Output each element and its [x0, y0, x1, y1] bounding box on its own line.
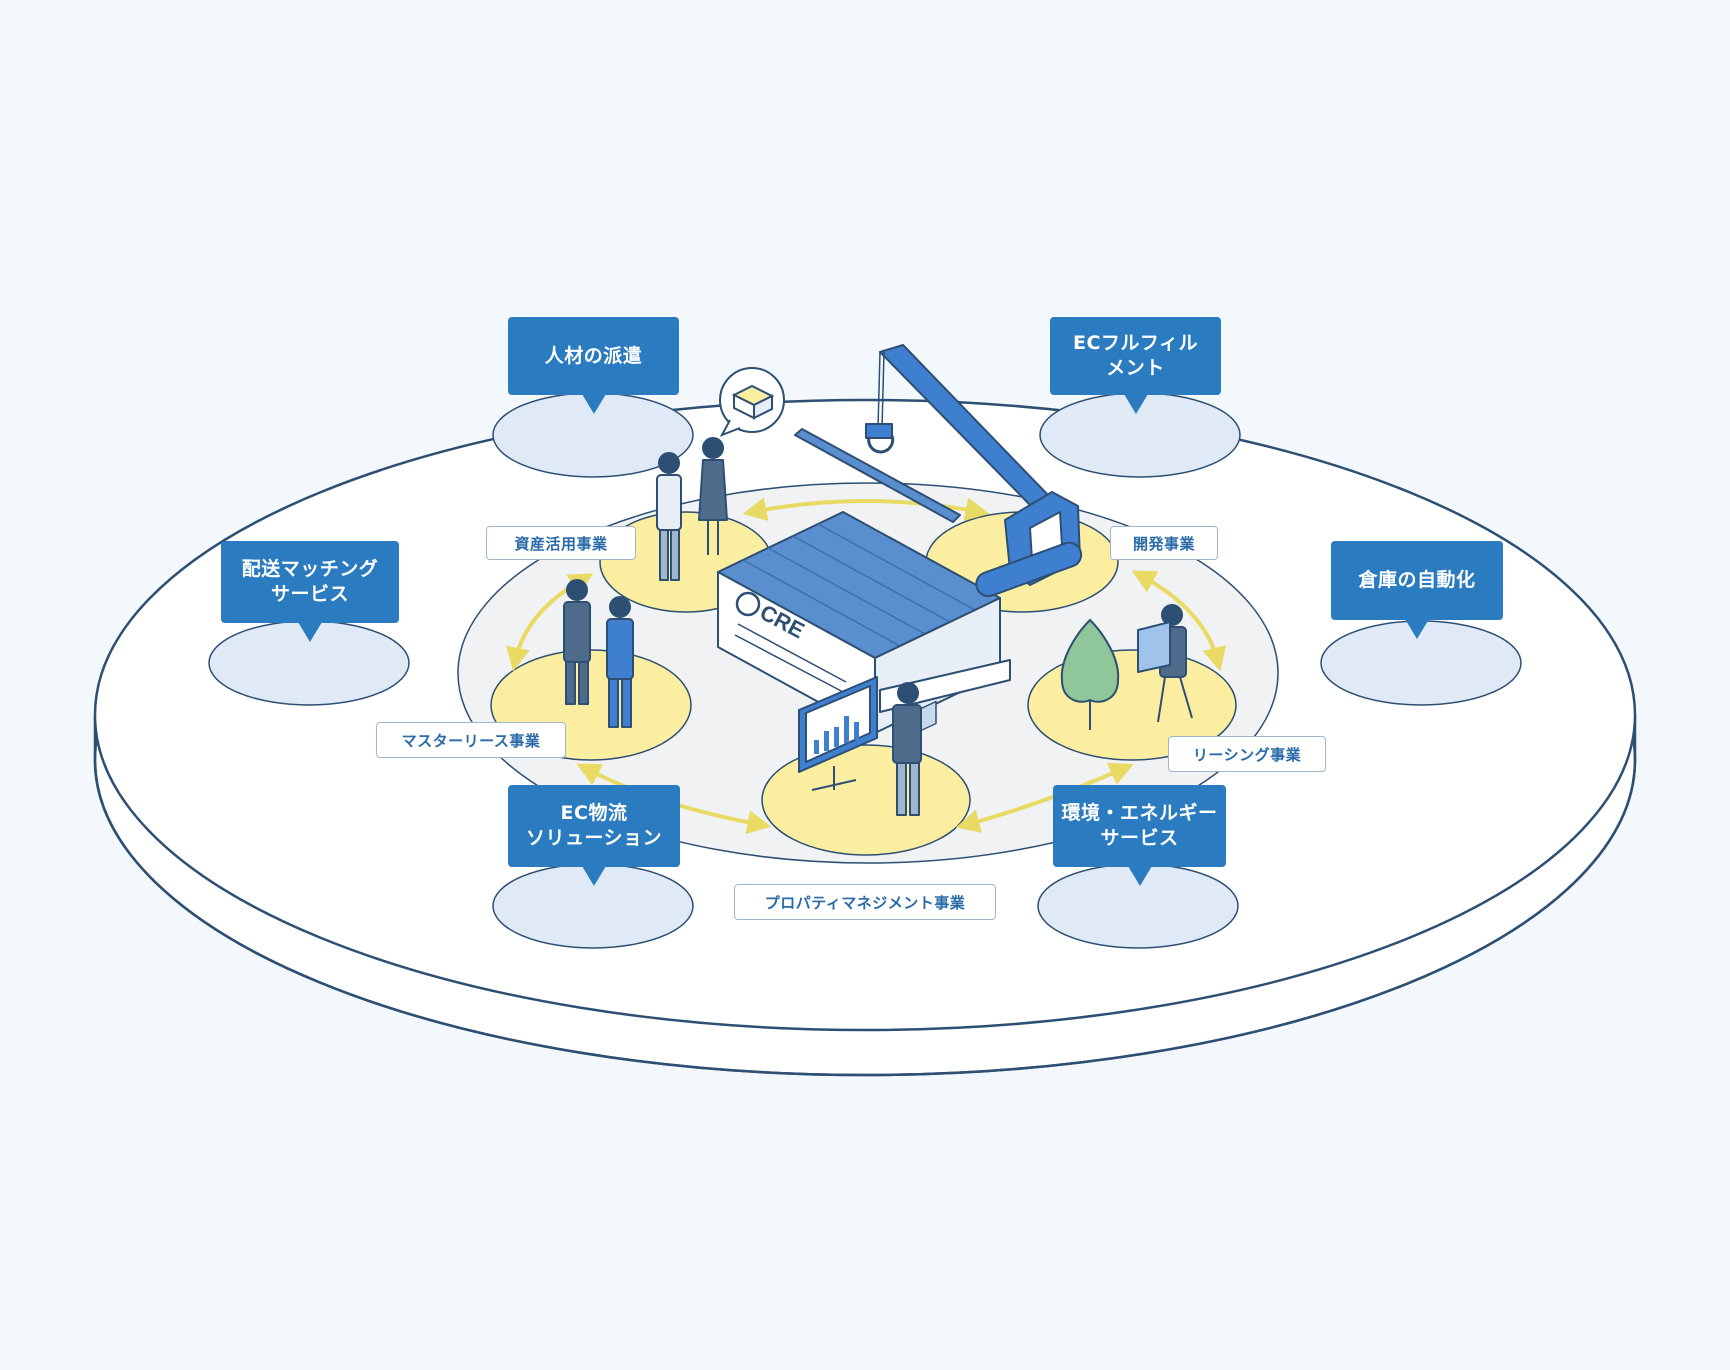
tree-icon: [1060, 618, 1120, 730]
people-figures: [563, 437, 1193, 816]
business-development-label: 開発事業: [1110, 526, 1218, 560]
person-hr-man: [656, 452, 682, 581]
arrow-asset-dev: [742, 497, 990, 522]
service-energy-button[interactable]: 環境・エネルギー サービス: [1053, 785, 1226, 886]
service-ec-logistics-button[interactable]: EC物流 ソリューション: [508, 785, 680, 886]
arrow-dev-leasing: [1131, 570, 1227, 672]
person-master-left: [563, 579, 591, 705]
business-asset-utilization-label: 資産活用事業: [486, 526, 636, 560]
crane-icon: [794, 344, 1083, 598]
service-delivery-matching-button[interactable]: 配送マッチング サービス: [221, 541, 399, 642]
service-ec-fulfillment-button[interactable]: ECフルフィル メント: [1050, 317, 1221, 414]
person-hr-woman: [698, 437, 728, 555]
service-hr-button[interactable]: 人材の派遣: [508, 317, 679, 414]
service-warehouse-automation-button[interactable]: 倉庫の自動化: [1331, 541, 1503, 639]
business-pad-pm: [761, 744, 971, 856]
arrow-leasing-pm: [955, 762, 1134, 833]
package-bubble-icon: [719, 367, 785, 437]
chart-board-icon: [798, 676, 878, 791]
business-property-management-label: プロパティマネジメント事業: [734, 884, 996, 920]
business-master-lease-label: マスターリース事業: [376, 722, 566, 758]
person-master-right: [606, 596, 634, 728]
person-pm-presenter: [892, 682, 922, 816]
person-leasing: [1137, 604, 1193, 723]
business-leasing-label: リーシング事業: [1168, 736, 1326, 772]
